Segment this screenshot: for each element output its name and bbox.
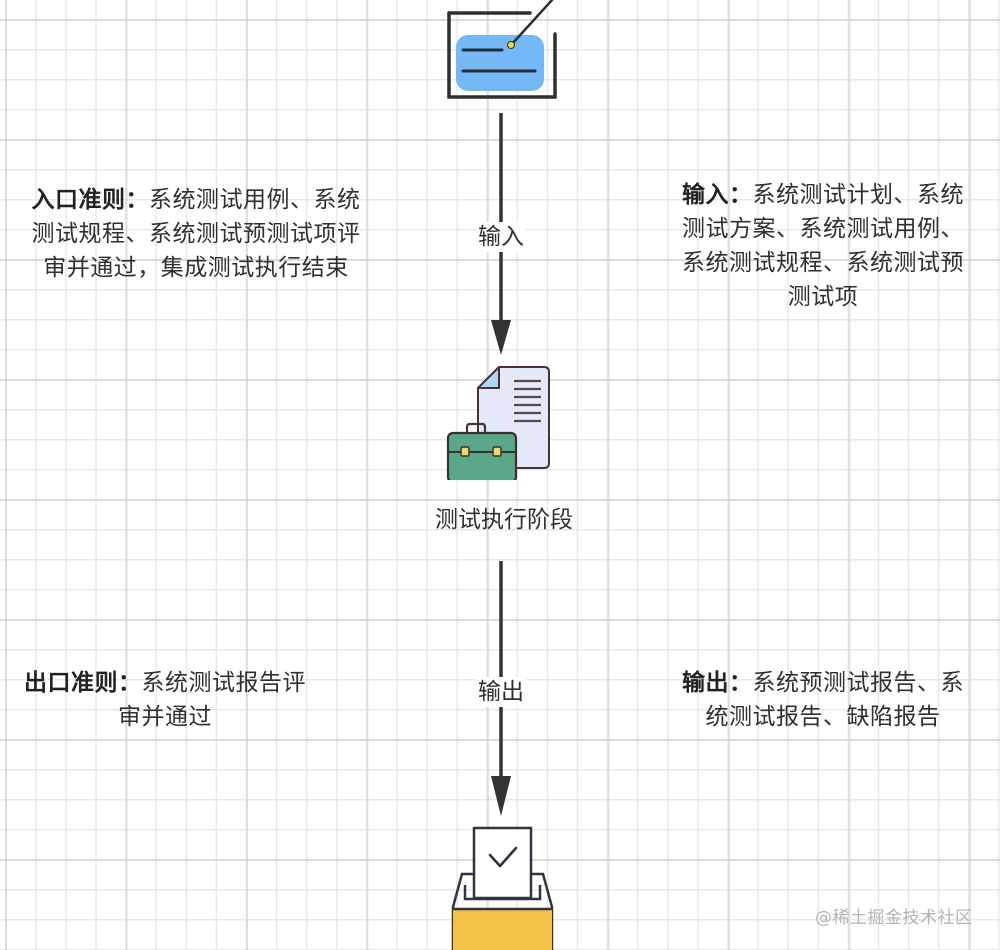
note-line: 系统测试用例、系统 bbox=[149, 187, 361, 213]
arrow-input bbox=[491, 113, 511, 355]
briefcase-document-icon[interactable] bbox=[440, 360, 560, 480]
edge-label-output: 输出 bbox=[476, 677, 526, 707]
watermark: @稀土掘金技术社区 bbox=[815, 908, 973, 928]
note-line: 审并通过 bbox=[118, 704, 212, 730]
arrow-output bbox=[491, 561, 511, 816]
note-line: 系统测试规程、系统测试预 bbox=[682, 250, 964, 276]
note-title: 出口准则： bbox=[24, 670, 142, 696]
note-line: 测试项 bbox=[787, 284, 859, 310]
edge-label-input: 输入 bbox=[476, 222, 526, 252]
node-label-execute: 测试执行阶段 bbox=[435, 507, 573, 533]
note-title: 输入： bbox=[682, 182, 753, 208]
note-line: 测试方案、系统测试用例、 bbox=[682, 216, 964, 242]
ballot-box-check-icon[interactable] bbox=[440, 820, 560, 950]
note-line: 统测试报告、缺陷报告 bbox=[705, 704, 941, 730]
note-entry-criteria: 入口准则：系统测试用例、系统 测试规程、系统测试预测试项评 审并通过，集成测试执… bbox=[6, 183, 386, 285]
note-title: 输出： bbox=[682, 670, 753, 696]
form-edit-icon[interactable] bbox=[440, 0, 570, 105]
note-output: 输出：系统预测试报告、系 统测试报告、缺陷报告 bbox=[658, 666, 988, 734]
note-exit-criteria: 出口准则：系统测试报告评 审并通过 bbox=[2, 666, 328, 734]
note-line: 系统预测试报告、系 bbox=[752, 670, 964, 696]
note-input: 输入：系统测试计划、系统 测试方案、系统测试用例、 系统测试规程、系统测试预 测… bbox=[658, 178, 988, 314]
note-line: 系统测试计划、系统 bbox=[752, 182, 964, 208]
note-line: 测试规程、系统测试预测试项评 bbox=[31, 221, 361, 247]
note-line: 系统测试报告评 bbox=[141, 670, 306, 696]
note-line: 审并通过，集成测试执行结束 bbox=[43, 255, 349, 281]
note-title: 入口准则： bbox=[31, 187, 149, 213]
